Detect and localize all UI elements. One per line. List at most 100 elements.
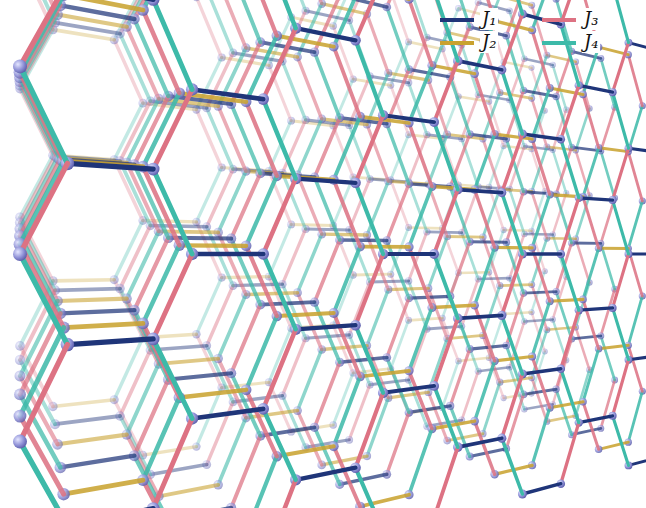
bond-line [442,97,458,139]
bond-line [601,107,615,151]
bond-line [296,468,356,480]
bond-line [387,298,409,357]
bond-line [579,198,613,200]
bond-line [20,0,64,72]
bond-line [613,416,629,466]
bond-line [579,85,613,92]
bond-line [495,357,532,361]
bond-line [340,358,387,363]
bond-line [576,327,590,369]
bond-line [55,289,120,291]
bond-line [502,14,523,70]
bond-line [532,248,550,301]
bond-line [576,150,590,195]
bond-line [20,244,64,328]
bond-line [532,408,550,466]
lattice-site [192,0,200,1]
bond-line [434,0,458,61]
bond-line [334,446,360,506]
lattice-site [15,370,26,381]
legend-item: J₄ [542,31,637,53]
bond-line [353,273,391,277]
bond-line [153,339,192,419]
bond-line [269,328,291,382]
bond-line [20,159,60,236]
bond-line [179,390,246,398]
bond-line [434,122,458,190]
bond-line [495,246,532,250]
bond-line [291,224,333,225]
bond-line [483,189,500,237]
bond-line [583,248,599,299]
legend-line-sample [440,41,474,45]
bond-line [360,245,409,249]
bond-line [409,65,432,123]
bond-line [218,106,246,171]
bond-line [356,468,384,508]
bond-line [628,345,642,391]
bond-line [601,380,615,428]
bond-line [196,278,221,335]
legend: J₁J₂J₃J₄ [440,4,640,56]
bond-line [20,66,67,163]
bond-line [522,484,560,494]
bond-line [556,194,572,243]
bond-line [561,198,579,254]
bond-line [192,409,263,419]
bond-line [296,179,356,183]
bond-line [114,338,143,400]
bond-line [475,248,495,306]
bond-line [583,299,599,348]
bond-line [218,171,246,232]
bond-line [260,302,314,304]
bond-line [356,254,384,325]
bond-line [583,349,599,402]
bond-line [458,315,502,318]
bond-line [613,200,629,254]
bond-line [613,148,629,200]
bond-line [450,77,470,134]
bond-line [20,0,67,66]
bond-line [532,147,547,192]
bond-line [20,161,64,244]
bond-line [475,361,495,421]
bond-line [450,349,470,406]
bond-line [628,296,642,345]
bond-line [613,254,629,308]
bond-line [628,391,642,442]
bond-line [263,179,296,254]
bond-line [127,364,159,435]
bond-line [246,316,277,390]
bond-line [475,421,495,474]
bond-line [263,254,296,329]
bond-line [583,148,599,197]
bond-line [246,246,277,316]
bond-line [383,252,434,256]
legend-item: J₂ [440,31,535,53]
bond-line [500,93,532,99]
bond-line [550,299,583,301]
bond-line [246,390,277,457]
bond-line [58,299,127,301]
bond-line [53,280,114,281]
bond-line [524,389,557,394]
lattice-site [15,355,25,365]
legend-label: J₄ [582,31,600,53]
bond-line [64,0,143,10]
bond-line [502,315,523,374]
bond-line [20,442,67,508]
bond-line [306,229,350,230]
bond-line [506,139,523,192]
bond-lines [13,0,646,508]
bond-line [502,193,523,254]
bond-line [561,423,579,484]
bond-line [450,187,470,242]
bond-line [613,308,629,360]
bond-line [20,163,67,254]
bond-line [387,7,409,69]
bond-line [315,118,340,177]
bond-line [576,239,590,283]
bond-line [561,85,579,139]
bond-line [367,14,388,73]
